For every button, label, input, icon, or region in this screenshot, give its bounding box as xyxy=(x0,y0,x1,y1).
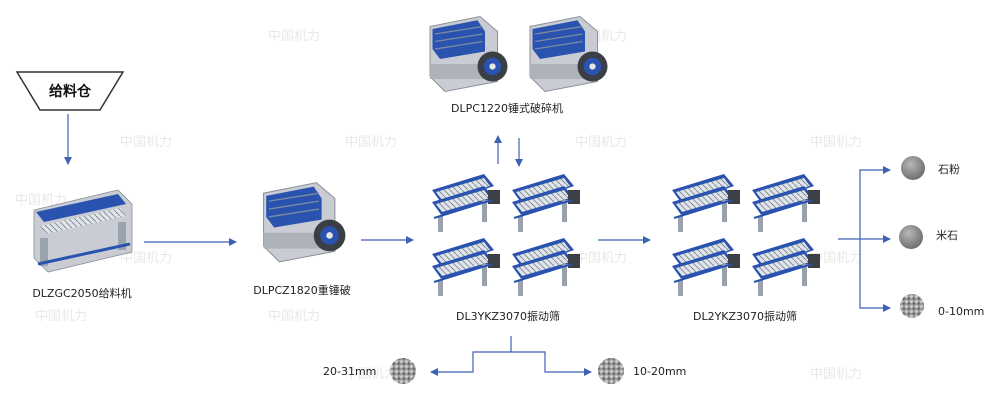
hammer-crusher-label: DLPC1220锤式破碎机 xyxy=(451,101,563,115)
vibrating-screen-2ykz-icon xyxy=(671,173,741,233)
feeder-machine-icon xyxy=(33,189,133,273)
watermark: 中国机力 xyxy=(575,251,627,266)
vibrating-screen-3ykz-label: DL3YKZ3070振动筛 xyxy=(456,309,560,323)
gravel-10-20-label: 10-20mm xyxy=(633,365,686,378)
gravel-20-31-label: 20-31mm xyxy=(323,365,376,378)
stone-powder-label: 石粉 xyxy=(938,163,960,176)
hammer-crusher-icon xyxy=(429,15,509,93)
feed-bin: 给料仓 xyxy=(15,71,125,111)
heavy-hammer-crusher-icon xyxy=(262,181,347,263)
watermark: 中国机力 xyxy=(120,135,172,150)
watermark: 中国机力 xyxy=(810,135,862,150)
watermark: 中国机力 xyxy=(810,251,862,266)
watermark: 中国机力 xyxy=(15,193,67,208)
watermark-layer: 中国机力 中国机力 中国机力 中国机力 中国机力 中国机力 中国机力 中国机力 … xyxy=(15,29,862,382)
feeder-label: DLZGC2050给料机 xyxy=(32,286,131,300)
vibrating-screen-3ykz-icon xyxy=(431,237,501,297)
gravel-0-10-icon xyxy=(900,294,924,318)
watermark: 中国机力 xyxy=(268,309,320,324)
gravel-20-31-icon xyxy=(390,358,416,384)
hammer-crusher-icon xyxy=(529,15,609,93)
flow-arrow xyxy=(511,351,592,376)
watermark: 中国机力 xyxy=(345,135,397,150)
vibrating-screen-3ykz-icon xyxy=(431,173,501,233)
rice-stone-icon xyxy=(899,225,923,249)
vibrating-screen-2ykz-label: DL2YKZ3070振动筛 xyxy=(693,309,797,323)
gravel-10-20-icon xyxy=(598,358,624,384)
gravel-0-10-label: 0-10mm xyxy=(938,305,984,318)
flow-arrow xyxy=(430,351,511,376)
flow-arrow xyxy=(859,239,891,312)
flow-arrows xyxy=(64,114,891,376)
rice-stone-label: 米石 xyxy=(936,229,958,242)
watermark: 中国机力 xyxy=(345,367,397,382)
vibrating-screen-3ykz-icon xyxy=(511,237,581,297)
stone-powder-icon xyxy=(901,156,925,180)
vibrating-screen-2ykz-icon xyxy=(751,237,821,297)
vibrating-screen-2ykz-icon xyxy=(671,237,741,297)
watermark: 中国机力 xyxy=(268,29,320,44)
feed-bin-label: 给料仓 xyxy=(49,83,92,100)
watermark: 中国机力 xyxy=(575,135,627,150)
heavy-hammer-crusher-label: DLPCZ1820重锤破 xyxy=(253,283,350,297)
watermark: 中国机力 xyxy=(120,251,172,266)
watermark: 中国机力 xyxy=(810,367,862,382)
vibrating-screen-2ykz-icon xyxy=(751,173,821,233)
watermark: 中国机力 xyxy=(35,309,87,324)
flow-arrow xyxy=(838,166,891,240)
vibrating-screen-3ykz-icon xyxy=(511,173,581,233)
